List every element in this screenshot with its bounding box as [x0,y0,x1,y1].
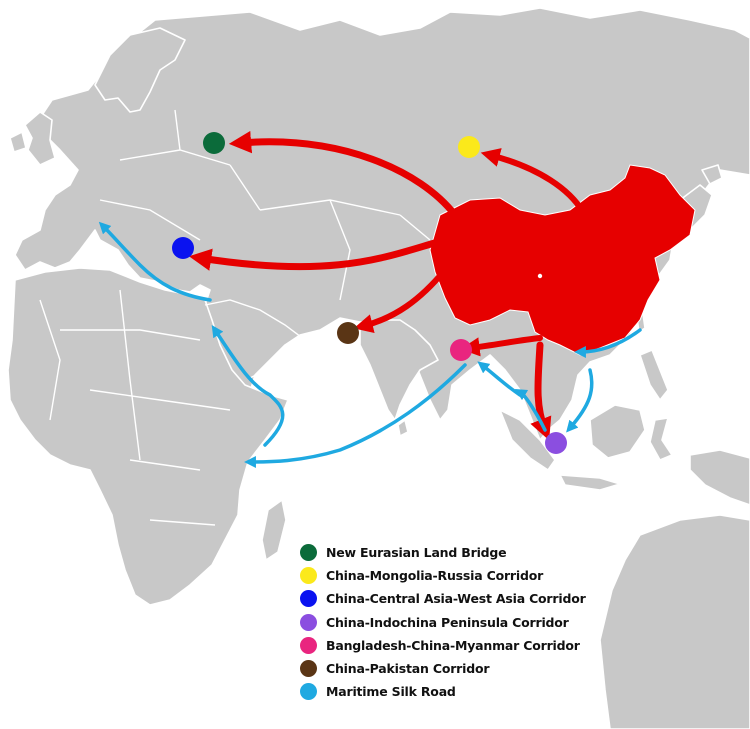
marker-china-mongolia-russia [458,136,480,158]
scandinavia-landmass [94,27,186,113]
route-maritime-malacca-north [514,388,547,432]
marker-china-pakistan [337,322,359,344]
legend-item-new-eurasian-land-bridge: New Eurasian Land Bridge [300,541,630,564]
legend-swatch [300,636,317,654]
legend-item-china-mongolia-russia: China-Mongolia-Russia Corridor [300,564,630,587]
route-maritime-red-sea [211,325,285,447]
marker-china-central-asia-west-asia [172,237,194,259]
india-landmass [359,319,439,421]
route-maritime-mediterranean [98,221,212,302]
legend-label: Maritime Silk Road [326,684,456,700]
legend-item-china-indochina-peninsula: China-Indochina Peninsula Corridor [300,611,630,634]
legend-item-maritime-silk-road: Maritime Silk Road [300,680,630,703]
legend-swatch [300,613,317,631]
sumatra-landmass [499,409,556,471]
marker-china-indochina-peninsula [545,432,567,454]
marker-new-eurasian-land-bridge [203,132,225,154]
marker-bangladesh-china-myanmar [450,339,472,361]
china-shape [429,164,696,356]
route-new-eurasian-land-bridge [228,130,459,219]
legend-item-bangladesh-china-myanmar: Bangladesh-China-Myanmar Corridor [300,634,630,657]
route-china-central-asia-west-asia [188,236,449,271]
arabian-peninsula-border [204,299,306,379]
legend-label: China-Indochina Peninsula Corridor [326,614,569,630]
sri-lanka-landmass [397,419,409,437]
route-bangladesh-china-myanmar [460,335,543,357]
legend-label: China-Pakistan Corridor [326,661,490,677]
maritime-routes [98,221,642,468]
route-china-mongolia-russia [480,148,586,215]
madagascar-landmass [261,499,287,561]
china-inner-dot [537,273,543,279]
legend-swatch [300,660,317,678]
route-maritime-indian-ocean [244,363,467,468]
route-china-pakistan [353,267,448,333]
route-maritime-to-singapore [566,368,594,433]
route-maritime-south-china-sea [574,328,642,358]
country-borders [39,109,431,526]
legend-label: Bangladesh-China-Myanmar Corridor [326,637,580,653]
legend-item-china-central-asia-west-asia: China-Central Asia-West Asia Corridor [300,587,630,610]
legend: New Eurasian Land Bridge China-Mongolia-… [300,541,630,703]
legend-swatch [300,544,317,562]
legend-swatch [300,590,317,608]
legend-label: China-Mongolia-Russia Corridor [326,568,544,584]
ireland-landmass [9,131,27,153]
borneo-landmass [589,404,646,459]
new-guinea-landmass [689,449,750,506]
australia-landmass [599,514,750,729]
sulawesi-landmass [649,417,673,461]
corridor-markers [172,132,567,454]
legend-item-china-pakistan: China-Pakistan Corridor [300,657,630,680]
british-isles-landmass [24,111,56,166]
legend-swatch [300,567,317,585]
philippines-landmass [639,349,669,401]
java-landmass [559,474,621,491]
legend-label: China-Central Asia-West Asia Corridor [326,591,586,607]
legend-label: New Eurasian Land Bridge [326,545,507,561]
legend-swatch [300,683,317,701]
hokkaido-landmass [701,164,723,185]
